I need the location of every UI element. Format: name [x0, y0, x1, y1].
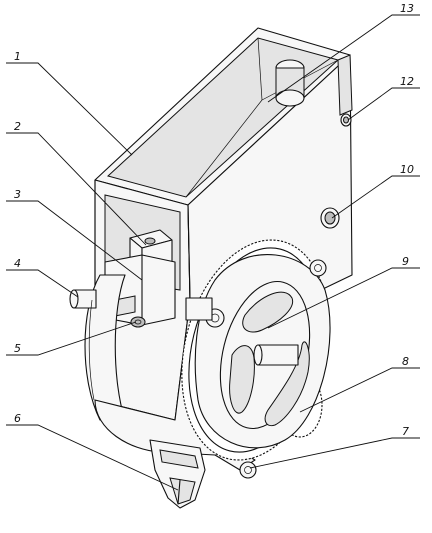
leader-10 [331, 175, 420, 219]
callout-6: 6 [14, 412, 21, 425]
leader-lines [6, 14, 420, 491]
callout-2: 2 [14, 120, 21, 133]
callout-10: 10 [400, 163, 414, 176]
leader-8 [299, 367, 420, 413]
leader-9 [267, 267, 420, 329]
gear-assembly [181, 239, 331, 479]
callout-3: 3 [14, 188, 21, 201]
callout-9: 9 [402, 255, 409, 268]
left-drum [69, 274, 126, 421]
leader-7 [249, 437, 420, 469]
callout-8: 8 [402, 355, 409, 368]
leader-5 [6, 321, 137, 356]
callout-4: 4 [14, 257, 21, 270]
callout-7: 7 [402, 425, 409, 438]
callout-12: 12 [400, 75, 414, 88]
leader-1 [6, 62, 133, 156]
callout-5: 5 [14, 342, 21, 355]
callout-13: 13 [400, 2, 414, 15]
inner-shaft [275, 54, 353, 116]
leader-4 [6, 269, 79, 298]
callout-labels: 1 2 3 4 5 6 7 8 9 10 12 13 [14, 2, 414, 438]
clamp-block [104, 229, 176, 328]
side-screws [320, 113, 352, 229]
leader-12 [347, 87, 420, 121]
leader-2 [6, 132, 147, 246]
bottom-bracket [149, 439, 206, 509]
callout-1: 1 [14, 50, 21, 63]
leader-6 [6, 424, 179, 491]
leader-13 [267, 14, 420, 103]
leader-3 [6, 200, 143, 281]
